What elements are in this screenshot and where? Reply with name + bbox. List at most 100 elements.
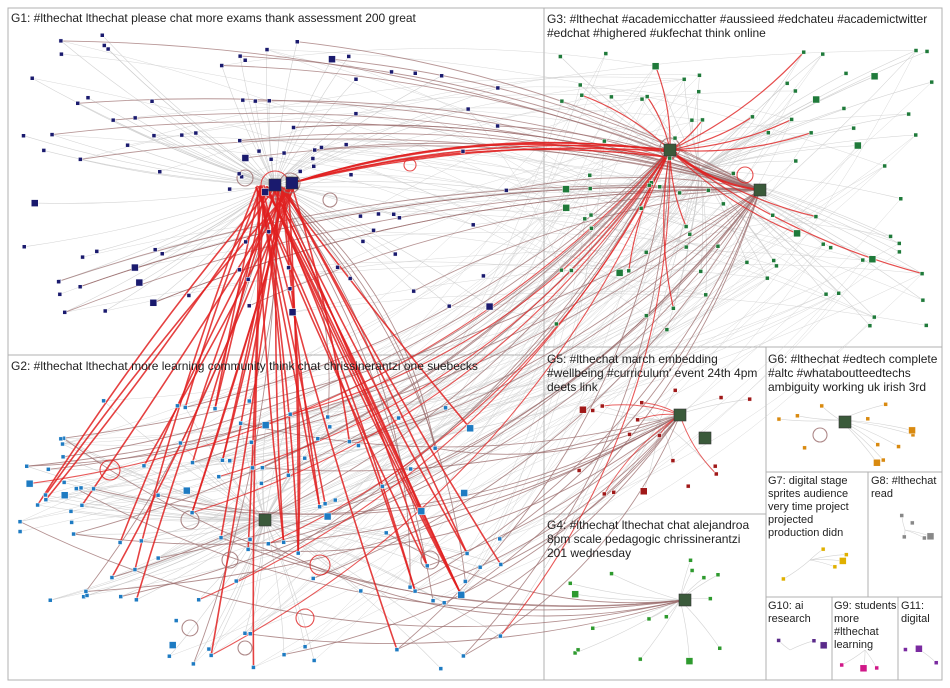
node-g1 xyxy=(346,54,351,59)
node-g3 xyxy=(672,135,678,141)
edge-strong xyxy=(291,148,672,184)
node-g2 xyxy=(212,406,218,411)
node-g1 xyxy=(261,188,269,196)
node-g5 xyxy=(685,483,691,489)
edge-light xyxy=(265,173,734,426)
node-g3 xyxy=(558,54,563,59)
node-g1 xyxy=(343,142,349,147)
node-g1 xyxy=(286,265,291,270)
node-g1 xyxy=(152,247,158,252)
edge-light xyxy=(264,447,436,521)
node-g2 xyxy=(466,424,474,433)
node-g2 xyxy=(238,421,243,426)
edge-strong xyxy=(655,65,671,151)
edge-light xyxy=(313,323,557,661)
node-g3 xyxy=(765,275,770,281)
self-loop xyxy=(403,158,417,172)
edges-strong xyxy=(29,51,923,668)
edge-medium xyxy=(185,149,671,408)
edge-light xyxy=(264,519,306,647)
edge-strong xyxy=(669,116,753,151)
node-g3 xyxy=(744,260,750,265)
node-g1 xyxy=(266,229,272,235)
node-g5 xyxy=(714,471,719,477)
node-g1 xyxy=(59,51,64,57)
node-g3 xyxy=(681,77,687,82)
node-g7 xyxy=(781,576,786,582)
node-g1 xyxy=(495,123,500,129)
node-g3 xyxy=(689,117,695,123)
node-g4 xyxy=(685,657,694,665)
node-g3 xyxy=(870,72,879,81)
node-g2 xyxy=(196,597,201,603)
edge-medium xyxy=(26,189,761,467)
node-g1 xyxy=(353,76,359,82)
edge-strong xyxy=(669,149,798,234)
edge-light xyxy=(679,599,690,662)
node-g1 xyxy=(470,222,476,228)
edge-medium xyxy=(158,189,761,559)
node-g2 xyxy=(311,658,317,663)
node-g3 xyxy=(924,49,930,54)
node-g3 xyxy=(793,229,801,238)
node-g10 xyxy=(819,641,828,650)
edge-strong xyxy=(669,149,761,191)
node-g1 xyxy=(495,85,501,91)
node-g2 xyxy=(412,588,418,594)
edge-light xyxy=(73,519,266,535)
node-g3 xyxy=(646,182,652,188)
node-g5 xyxy=(627,432,632,437)
node-g3 xyxy=(587,173,593,178)
edge-light xyxy=(489,79,685,307)
edge-medium xyxy=(19,521,686,628)
edge-light xyxy=(628,169,701,271)
edge-medium xyxy=(274,184,466,582)
edge-medium xyxy=(427,414,681,567)
edge-light xyxy=(350,174,567,209)
node-g1 xyxy=(56,279,61,284)
node-g3 xyxy=(820,241,826,247)
node-g4 xyxy=(715,572,721,578)
node-g3 xyxy=(913,132,918,138)
edge-light xyxy=(500,119,703,637)
node-g2 xyxy=(25,479,34,488)
node-g2 xyxy=(118,594,123,599)
node-g2 xyxy=(497,536,502,542)
node-g3 xyxy=(671,306,676,311)
edge-light xyxy=(349,252,647,442)
node-g1 xyxy=(219,63,224,68)
node-g3 xyxy=(643,250,649,255)
edge-strong xyxy=(191,149,671,514)
edge-light xyxy=(274,75,442,186)
edge-light xyxy=(393,113,909,215)
edge-medium xyxy=(64,189,761,313)
edge-light xyxy=(80,94,648,160)
node-g3 xyxy=(920,297,926,303)
edge-medium xyxy=(85,414,681,592)
edge-light xyxy=(699,169,707,295)
edge-medium xyxy=(313,189,761,579)
edge-light xyxy=(497,86,792,120)
edge-strong xyxy=(291,143,675,184)
node-g2 xyxy=(91,486,96,492)
edge-light xyxy=(181,134,276,186)
node-g3 xyxy=(562,204,570,212)
node-hub xyxy=(698,431,712,445)
node-g3 xyxy=(626,268,632,274)
edge-light xyxy=(298,272,620,554)
node-g3 xyxy=(789,117,794,122)
node-g1 xyxy=(391,212,396,217)
edge-light xyxy=(127,107,703,146)
edge-strong xyxy=(214,186,262,409)
node-g10 xyxy=(776,638,781,643)
node-g2 xyxy=(464,551,470,556)
node-g2 xyxy=(74,486,79,491)
node-hub xyxy=(268,178,282,192)
node-g5 xyxy=(576,468,582,473)
node-g1 xyxy=(347,276,353,281)
edge-light xyxy=(271,159,562,271)
edge-light xyxy=(185,75,700,408)
edge-medium xyxy=(396,414,681,651)
node-g3 xyxy=(808,130,814,136)
self-loop xyxy=(221,551,239,569)
